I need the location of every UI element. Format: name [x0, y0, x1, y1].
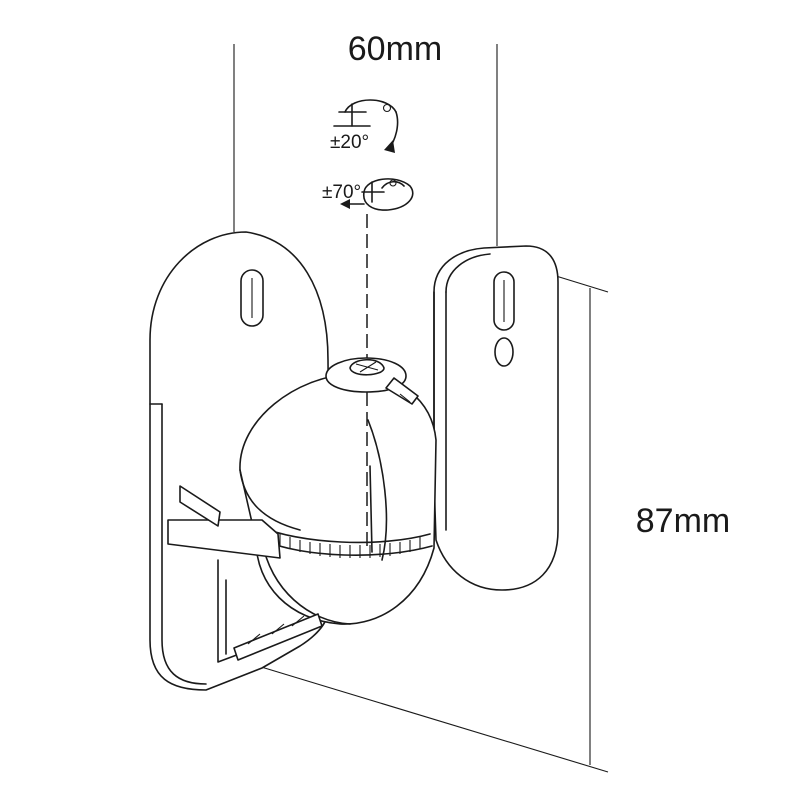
top-knob	[325, 357, 419, 405]
ball-joint	[239, 357, 437, 625]
tilt-indicator: ±20°	[330, 99, 399, 153]
height-extension-bottom	[257, 665, 609, 773]
swivel-disk-icon	[363, 178, 414, 211]
speaker-clamp	[167, 485, 323, 661]
height-extension-top	[555, 275, 609, 293]
height-dimension: 87mm	[257, 275, 730, 773]
tilt-label: ±20°	[330, 132, 369, 153]
bracket-arm	[367, 245, 559, 591]
swivel-label: ±70°	[322, 182, 361, 203]
width-label: 60mm	[348, 30, 442, 68]
width-dimension: 60mm	[233, 30, 498, 246]
height-label: 87mm	[636, 502, 730, 540]
tilt-arc-icon	[344, 99, 397, 113]
swivel-indicator: ±70°	[322, 178, 414, 211]
arm-screw-hole	[494, 337, 514, 367]
